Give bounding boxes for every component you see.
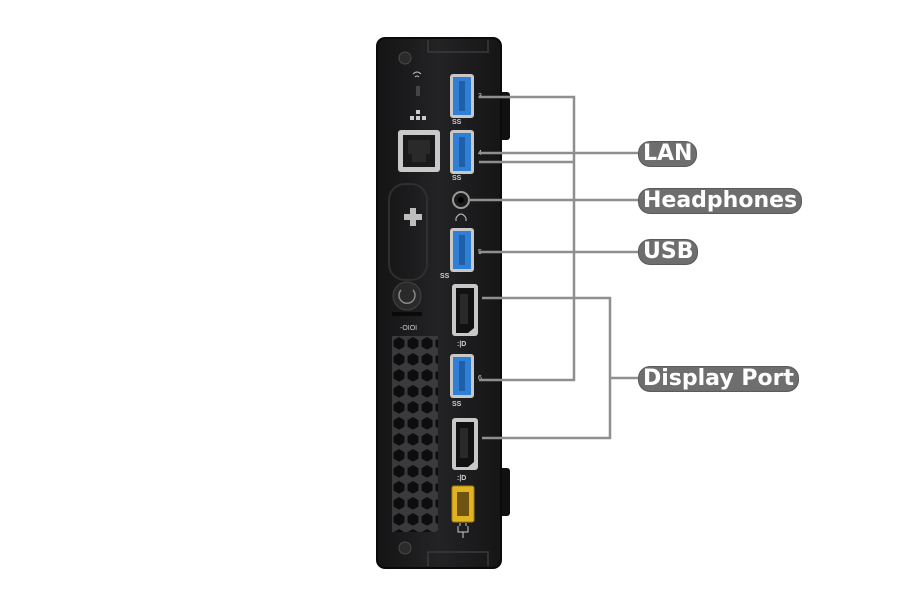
leader-lan-usb-group (479, 95, 576, 382)
network-icon (410, 110, 426, 120)
usb-port-5: 5 SS (440, 228, 482, 280)
svg-text:SS: SS (452, 175, 462, 182)
headphone-jack (452, 191, 470, 221)
cable-lock-icon (404, 208, 422, 226)
displayport-2: :|D (452, 418, 478, 482)
svg-text:SS: SS (452, 401, 462, 408)
displayport-1: :|D (452, 284, 478, 348)
headphone-icon (455, 213, 467, 221)
callout-lan: LAN (638, 141, 698, 167)
vent-grille (392, 336, 438, 532)
svg-text:-OIOI: -OIOI (400, 325, 417, 332)
usb-port-4: 4 SS (450, 130, 482, 182)
displayport-icon: :|D (457, 341, 466, 348)
svg-text:6: 6 (478, 375, 482, 382)
svg-text:SS: SS (452, 119, 462, 126)
cable-lock-recess (388, 183, 428, 281)
wifi-antenna-icon (412, 71, 422, 96)
callout-headphones: Headphones (638, 188, 803, 214)
callout-display-port: Display Port (638, 366, 799, 392)
svg-text::|D: :|D (457, 475, 466, 482)
leader-lines (470, 95, 640, 440)
power-plug-icon (457, 523, 469, 538)
power-connector (451, 485, 475, 538)
callout-usb: USB (638, 239, 699, 265)
svg-text:SS: SS (440, 273, 450, 280)
usb-port-6: 6 SS (450, 354, 482, 408)
lan-port (398, 130, 440, 172)
bottom-notch (427, 551, 489, 566)
leader-displayport-bracket (482, 296, 612, 440)
screw-bottom (398, 541, 412, 555)
screw-top (398, 51, 412, 65)
top-notch (427, 40, 489, 53)
power-button-icon: -OIOI (392, 281, 422, 332)
